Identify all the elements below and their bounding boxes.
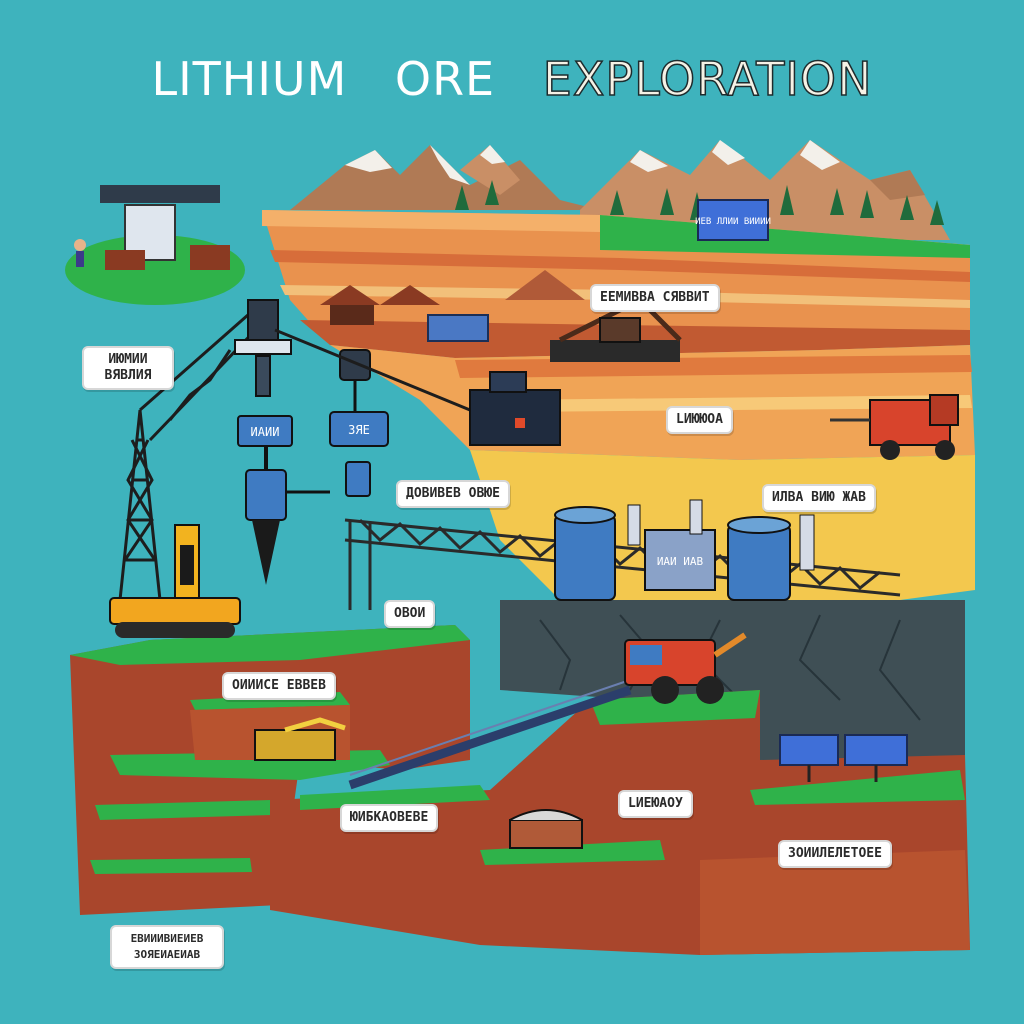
processing-plant <box>554 499 815 601</box>
red-mining-truck <box>830 394 959 460</box>
diagram-title: LITHIUM ORE EXPLORATION <box>0 51 1024 107</box>
lower-mine-hut <box>509 809 583 849</box>
lower-red-tractor <box>624 632 747 704</box>
pine-trees <box>455 180 944 225</box>
label-small-marker: ОВОИ <box>384 600 436 628</box>
label-drill-arm: ДОВИВЕВ ОВЮЕ <box>396 480 510 508</box>
inset-site-illustration <box>65 185 245 305</box>
label-yellow-zone: ИЛВА ВИЮ ЖАВ <box>762 484 876 512</box>
label-bottom-left: ЕВИИИВИЕИЕВ ЗОЯЕИАЕИАВ <box>110 925 224 969</box>
drill-tower <box>118 298 267 601</box>
mining-camp <box>320 270 585 342</box>
title-word-ore: ORE <box>394 52 496 106</box>
label-middle-stratum: LИЮЮОА <box>666 406 733 434</box>
drill-head <box>234 299 330 585</box>
tank-label-text: ИАИ ИАВ <box>657 555 704 568</box>
title-word-exploration: EXPLORATION <box>542 51 873 107</box>
label-left-panel: ИЮМИИ ВЯВЛИЯ <box>82 346 174 390</box>
label-lower-right: ЗОИИЛЕЛЕТОЕЕ <box>778 840 892 868</box>
label-lower-middle: ЮИБКАОВЕВЕ <box>340 804 439 832</box>
solar-sign-text: ИЕВ ЛЛИИ ВИИИИ <box>695 217 771 227</box>
lower-terrace-right <box>270 690 970 955</box>
title-word-lithium: LITHIUM <box>151 52 348 106</box>
label-upper-stratum: ЕЕМИВВА СЯВВИТ <box>590 284 720 312</box>
small-excavator <box>254 717 346 761</box>
crane-screen-text: ИАИИ <box>251 425 280 439</box>
label-lower-center: LИЕЮАОУ <box>618 790 693 818</box>
monitor-screen-text: ЗЯЕ <box>348 423 370 437</box>
generator-unit <box>469 371 561 446</box>
conveyor-belt <box>348 679 632 790</box>
solar-panels <box>779 734 908 782</box>
monitor-device <box>274 328 471 497</box>
solar-sign-board: ИЕВ ЛЛИИ ВИИИИ <box>695 199 771 241</box>
label-lower-left: ОИИИСЕ ЕВВЕВ <box>222 672 336 700</box>
yellow-drill-rig <box>109 524 241 638</box>
